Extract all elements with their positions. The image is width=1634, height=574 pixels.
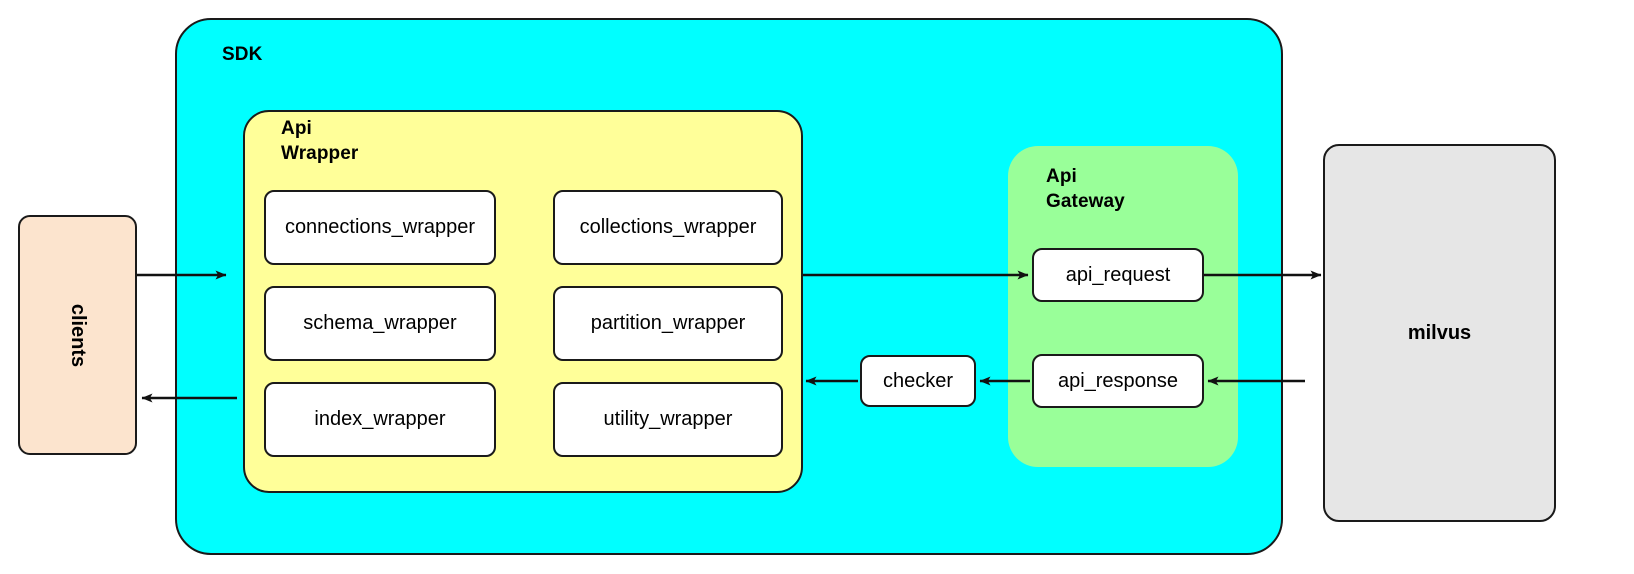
api-wrapper-title: Api Wrapper — [281, 118, 359, 165]
api-gateway-title: Api Gateway — [1046, 166, 1125, 213]
node-connections-wrapper[interactable]: connections_wrapper — [264, 190, 496, 265]
clients-node[interactable] — [18, 215, 137, 455]
node-partition-wrapper[interactable]: partition_wrapper — [553, 286, 783, 361]
node-index-wrapper[interactable]: index_wrapper — [264, 382, 496, 457]
node-schema-wrapper[interactable]: schema_wrapper — [264, 286, 496, 361]
milvus-node[interactable] — [1323, 144, 1556, 522]
node-utility-wrapper[interactable]: utility_wrapper — [553, 382, 783, 457]
node-collections-wrapper[interactable]: collections_wrapper — [553, 190, 783, 265]
api-gateway-container — [1008, 146, 1238, 467]
node-checker[interactable]: checker — [860, 355, 976, 407]
node-api-request[interactable]: api_request — [1032, 248, 1204, 302]
sdk-title: SDK — [222, 44, 263, 65]
node-api-response[interactable]: api_response — [1032, 354, 1204, 408]
